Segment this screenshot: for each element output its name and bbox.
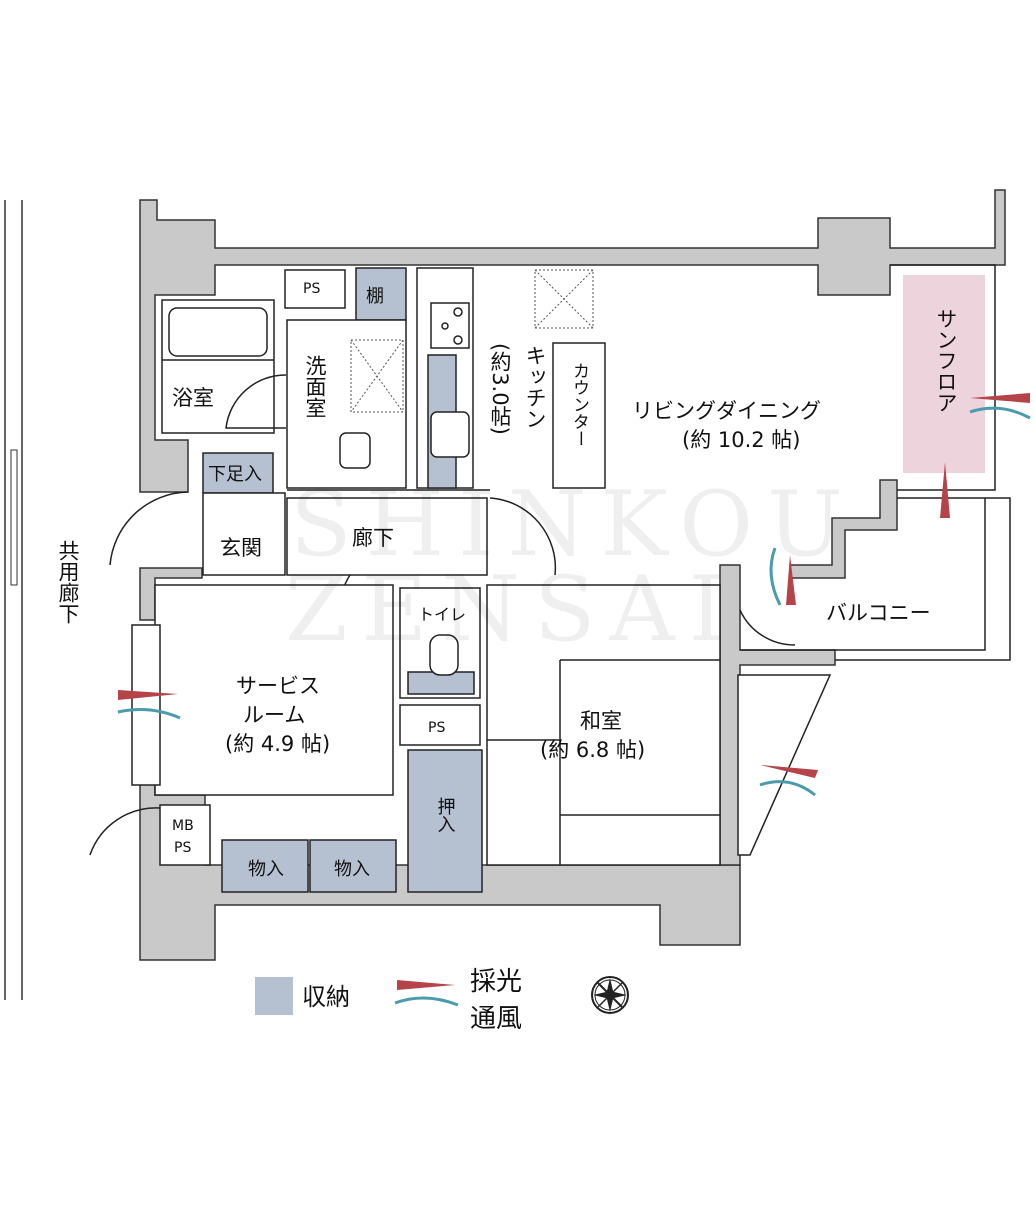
label-storage-2: 物入 [334,859,370,880]
storage-swatch [255,977,293,1015]
label-sunfloor: サンフロア [934,308,958,413]
label-ps: PS [303,281,320,297]
label-toilet: トイレ [418,605,466,624]
counter [552,342,606,489]
label-balcony: バルコニー [826,601,931,625]
label-japanese-room: 和室 [580,709,622,733]
sunfloor-area [903,275,985,473]
shelf [355,267,407,321]
label-bath: 浴室 [172,386,214,410]
label-shoe-storage: 下足入 [208,464,262,485]
light-icon [397,980,455,990]
label-shelf: 棚 [366,286,384,307]
label-common-corridor: 共用廊下 [56,540,80,624]
label-mb-ps: PS [174,840,191,856]
legend-wind: 通風 [470,1004,522,1034]
label-washroom: 洗面室 [303,355,327,418]
watermark: SHINKOU [290,472,857,577]
window-left [131,624,161,786]
balcony-lower [737,674,832,856]
legend-storage: 収納 [302,983,350,1011]
label-ps-mid: PS [428,720,445,736]
bathroom [161,299,287,434]
wind-icon [394,996,459,1007]
label-kitchen: キッチン [523,345,547,429]
label-hall: 廊下 [352,526,394,550]
label-closet: 押入 [435,797,456,833]
label-living: リビングダイニング [632,399,821,423]
legend-light: 採光 [470,967,522,997]
label-storage-1: 物入 [248,859,284,880]
label-kitchen-size: (約3.0帖) [488,343,512,435]
label-service-room: サービス [236,674,320,698]
light-wind-markers [117,393,1031,797]
legend: 収納 採光 通風 [255,967,629,1034]
label-counter: カウンター [569,362,589,447]
compass-icon [591,976,629,1014]
label-mb: MB [172,818,194,834]
label-entrance: 玄関 [220,536,262,560]
watermark: ZENSAI [285,557,738,662]
label-living-size: (約 10.2 帖) [682,428,801,452]
common-corridor [4,200,23,1000]
label-service-size: (約 4.9 帖) [225,732,330,756]
label-japanese-size: (約 6.8 帖) [540,738,645,762]
label-service-room-2: ルーム [243,703,305,727]
